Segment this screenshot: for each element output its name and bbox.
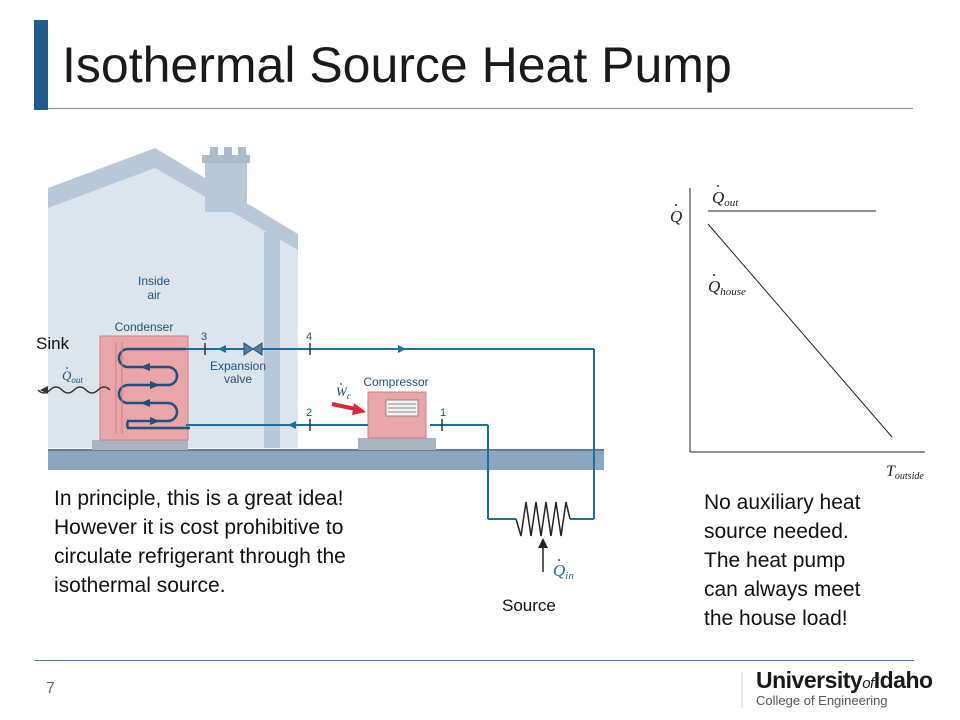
graph-q-house-dot	[713, 274, 715, 276]
state-label-4: 4	[306, 331, 312, 343]
source-coil	[515, 501, 571, 537]
left-text-line-3: circulate refrigerant through the	[54, 545, 346, 568]
logo-name-a: University	[756, 667, 863, 693]
sink-label: Sink	[36, 334, 70, 353]
condenser-base	[92, 440, 188, 450]
work-symbol: Wc	[336, 384, 351, 401]
q-out-arrow-head	[40, 386, 48, 394]
compressor-base	[358, 438, 436, 450]
ground	[48, 450, 604, 470]
q-in-arrow-head	[538, 538, 548, 548]
source-label: Source	[502, 596, 556, 615]
compressor-label: Compressor	[363, 375, 428, 389]
left-text-line-1: In principle, this is a great idea!	[54, 487, 344, 510]
graph-q-out-dot	[717, 185, 719, 187]
chimney	[205, 162, 247, 212]
condenser-box	[99, 335, 189, 441]
q-out-symbol: Qout	[62, 368, 83, 385]
chimney-flue-mid	[224, 147, 232, 156]
title-divider	[48, 108, 913, 109]
right-explanation-text: No auxiliary heat source needed. The hea…	[704, 488, 924, 633]
house-roof	[48, 148, 298, 250]
right-text-line-4: can always meet	[704, 578, 861, 601]
left-explanation-text: In principle, this is a great idea! Howe…	[54, 484, 454, 600]
expansion-valve-icon	[243, 342, 263, 356]
chimney-flue-left	[210, 147, 218, 156]
q-out-heat-wave	[37, 386, 111, 394]
left-text-line-4: isothermal source.	[54, 574, 226, 597]
chimney-flue-right	[238, 147, 246, 156]
house-side-wall	[264, 232, 280, 448]
right-text-line-3: The heat pump	[704, 549, 846, 572]
coil-arrow-2	[150, 381, 160, 389]
right-text-line-1: No auxiliary heat	[704, 491, 861, 514]
slide-title: Isothermal Source Heat Pump	[62, 37, 732, 93]
coil-arrow-1	[140, 363, 150, 371]
expansion-valve-label-line1: Expansion	[210, 359, 266, 373]
college-name: College of Engineering	[756, 693, 888, 708]
q-out-dot	[66, 367, 68, 369]
right-text-line-5: the house load!	[704, 607, 848, 630]
q-house-line	[707, 223, 893, 438]
logo-name-b: Idaho	[873, 667, 933, 693]
state-label-3: 3	[201, 331, 207, 343]
inside-air-label-line1: Inside	[138, 274, 170, 288]
flow-arrow-3	[218, 345, 226, 353]
work-dot	[340, 383, 342, 385]
q-in-symbol: Qin	[553, 561, 574, 582]
q-in-dot	[558, 559, 560, 561]
work-input-arrow-head	[352, 403, 366, 415]
state-label-1: 1	[440, 407, 446, 419]
graph-q-out-label: Qout	[712, 188, 739, 209]
slide-number: 7	[46, 680, 55, 697]
graph-y-dot	[675, 204, 677, 206]
right-text-line-2: source needed.	[704, 520, 849, 543]
footer-divider	[34, 660, 914, 661]
coil-arrow-3	[140, 399, 150, 407]
left-text-line-2: However it is cost prohibitive to	[54, 516, 344, 539]
chimney-cap	[202, 155, 250, 163]
expansion-valve-label-line2: valve	[224, 372, 252, 386]
graph-y-label: Q	[670, 207, 682, 226]
university-logo: UniversityofIdaho	[756, 667, 933, 694]
flow-arrow-4	[398, 345, 406, 353]
graph-x-label: Toutside	[886, 463, 924, 482]
flow-arrow-2	[288, 421, 296, 429]
coil-arrow-4	[150, 417, 160, 425]
title-accent-bar	[34, 20, 48, 110]
condenser-label: Condenser	[115, 320, 174, 334]
graph-q-house-label: Qhouse	[708, 277, 746, 298]
logo-name-of: of	[862, 675, 874, 692]
inside-air-label-line2: air	[147, 288, 160, 302]
state-label-2: 2	[306, 407, 312, 419]
